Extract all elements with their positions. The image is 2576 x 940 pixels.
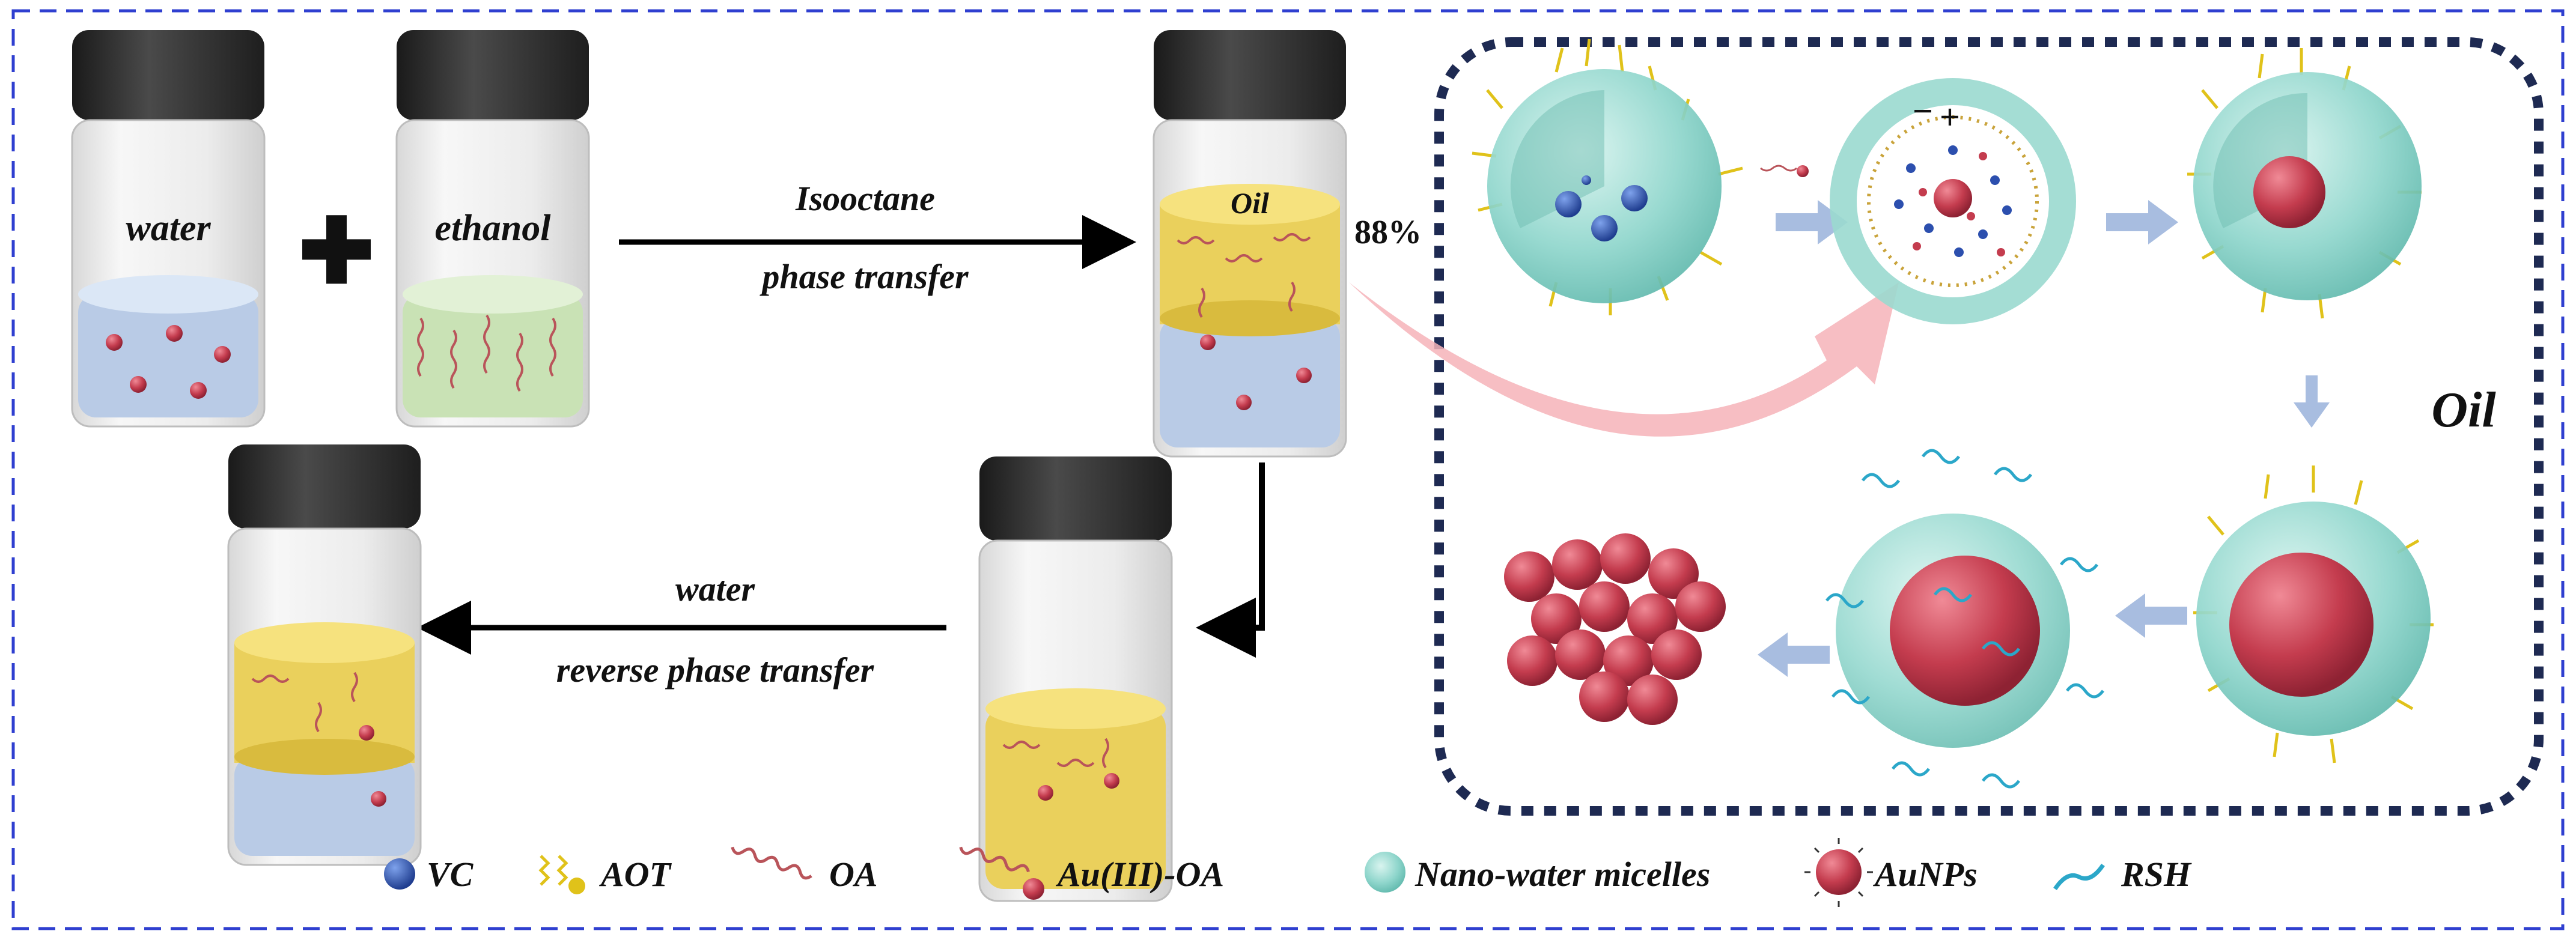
au-oa-molecule	[1797, 165, 1809, 177]
legend-micelle-label: Nano-water micelles	[1414, 855, 1710, 894]
phase-label-oil: Oil	[2431, 382, 2496, 438]
au-particle	[1038, 785, 1053, 801]
au-particle	[190, 382, 207, 399]
charge-minus: −	[1913, 91, 1933, 131]
step-arrow-5	[1758, 632, 1830, 677]
vial-water: water	[71, 30, 266, 428]
step-arrow-3	[2294, 375, 2330, 428]
legend-rsh-label: RSH	[2121, 855, 2192, 894]
au-core	[1890, 556, 2040, 706]
vc-molecule	[1621, 185, 1648, 211]
legend-micelle-icon	[1365, 852, 1405, 893]
legend-rsh-icon	[2053, 864, 2105, 890]
legend-vc-label: VC	[427, 855, 474, 894]
micelle-rsh-capped	[1825, 449, 2104, 789]
au-particle	[1104, 773, 1119, 789]
vc-molecule	[1555, 191, 1582, 217]
aunp-cluster	[1504, 533, 1726, 725]
charge-plus: +	[1940, 97, 1960, 137]
vial-label-oil: Oil	[1231, 186, 1269, 220]
vc-molecule	[1591, 215, 1618, 241]
legend-oa-icon	[731, 846, 812, 880]
au-particle	[371, 791, 386, 807]
au-particle	[214, 346, 231, 363]
legend: VC AOT OA Au(III)-OA Nano-water micelles…	[384, 838, 2192, 907]
step-arrow-2	[2106, 200, 2178, 244]
vial-separated	[978, 456, 1173, 902]
micelle-vc-loaded	[1472, 38, 1743, 315]
micelle-cross-section: − +	[1830, 78, 2076, 324]
au-core	[2229, 553, 2374, 697]
legend-aot-label: AOT	[599, 855, 672, 894]
legend-vc-icon	[384, 858, 415, 890]
reverse-arrow-bottom-label: reverse phase transfer	[556, 650, 874, 690]
vial-label-water: water	[126, 208, 211, 249]
legend-oa-label: OA	[829, 855, 878, 894]
legend-aunp-icon	[1804, 838, 1873, 907]
plus-sign: ✚	[299, 202, 374, 302]
vial-ethanol: ethanol	[395, 30, 590, 428]
mechanism-panel	[1434, 37, 2544, 816]
legend-au-oa-icon	[959, 846, 1044, 900]
elbow-arrow	[1196, 462, 1265, 658]
outer-frame	[11, 9, 2565, 930]
au-particle	[106, 334, 123, 351]
au-particle	[1296, 368, 1312, 383]
micelle-gold-core	[2193, 465, 2434, 763]
au-particle	[359, 725, 374, 741]
reverse-arrow-top-label: water	[675, 569, 755, 608]
au-nucleus	[2253, 156, 2325, 228]
vial-oil-phase: Oil	[1153, 30, 1347, 458]
transfer-swoosh-arrow	[1349, 282, 1899, 437]
forward-arrow-top-label: Isooctane	[795, 179, 935, 218]
vial-label-ethanol: ethanol	[435, 208, 552, 249]
forward-arrow-bottom-label: phase transfer	[759, 257, 969, 296]
au-particle	[166, 325, 183, 342]
au-particle	[1236, 395, 1252, 410]
vial-reverse-transfer	[227, 444, 422, 866]
micelle-nucleation	[2187, 48, 2422, 319]
au-particle	[130, 376, 147, 393]
au-particle	[1200, 335, 1216, 350]
step-arrow-4	[2115, 593, 2187, 638]
yield-percent: 88%	[1354, 214, 1422, 251]
step-arrow-1	[1776, 200, 1848, 244]
legend-au-oa-label: Au(III)-OA	[1056, 855, 1224, 894]
legend-aot-icon	[538, 855, 585, 894]
legend-aunp-label: AuNPs	[1873, 855, 1978, 894]
vc-molecule	[1582, 175, 1591, 185]
